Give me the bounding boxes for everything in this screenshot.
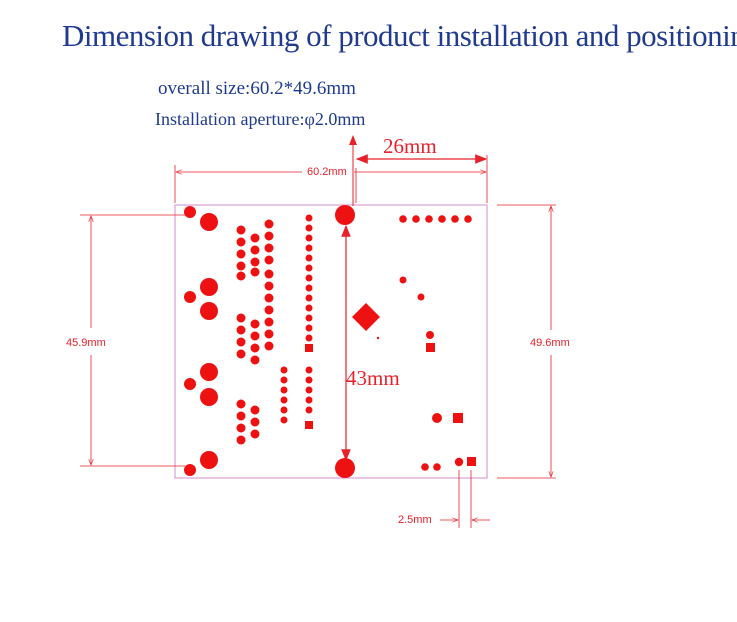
height-49-6-label: 49.6mm: [530, 337, 570, 349]
pad: [184, 206, 196, 218]
installation-aperture-label: Installation aperture:φ2.0mm: [155, 109, 366, 129]
mounting-hole: [335, 205, 355, 225]
pad: [184, 464, 196, 476]
pad: [200, 388, 218, 406]
pin-spacing-2-5-label: 2.5mm: [398, 514, 432, 526]
mounting-hole: [200, 451, 218, 469]
pad: [184, 378, 196, 390]
board-outline: [174, 204, 488, 479]
pad: [200, 278, 218, 296]
pad: [200, 363, 218, 381]
extension-lines: [80, 155, 556, 528]
width-26-label: 26mm: [383, 134, 437, 158]
hole-spacing-43-label: 43mm: [346, 366, 400, 390]
diamond-pad: [352, 303, 380, 331]
pcb-pads: [184, 205, 476, 478]
mounting-hole: [200, 213, 218, 231]
width-60-2-label: 60.2mm: [307, 166, 347, 178]
pad: [200, 302, 218, 320]
mounting-hole: [335, 458, 355, 478]
pad: [184, 291, 196, 303]
overall-size-label: overall size:60.2*49.6mm: [158, 78, 356, 99]
page-title: Dimension drawing of product installatio…: [62, 18, 737, 53]
height-45-9-label: 45.9mm: [66, 337, 106, 349]
